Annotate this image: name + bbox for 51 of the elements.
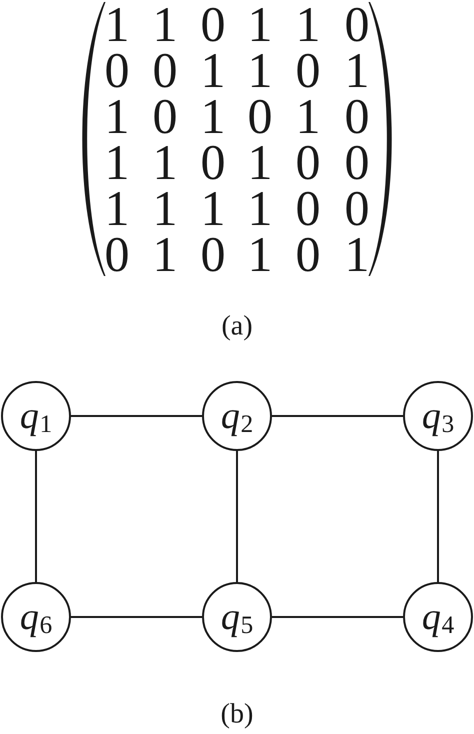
matrix-entry: 1 bbox=[104, 186, 130, 230]
matrix-entry: 0 bbox=[200, 2, 226, 46]
subfigure-caption: (a) bbox=[221, 312, 253, 342]
edge-line bbox=[71, 616, 202, 618]
matrix-entry: 0 bbox=[296, 48, 320, 92]
matrix-entry: 1 bbox=[200, 186, 226, 230]
matrix-entry: 1 bbox=[104, 94, 130, 138]
matrix-entry: 1 bbox=[344, 48, 370, 92]
matrix-entry: 1 bbox=[152, 232, 178, 276]
matrix-entry: 1 bbox=[152, 186, 178, 230]
matrix-entry: 0 bbox=[104, 232, 130, 276]
matrix-entry: 0 bbox=[104, 48, 130, 92]
matrix-entry: 0 bbox=[200, 232, 226, 276]
subfigure-caption: (b) bbox=[220, 700, 254, 730]
matrix-entry: 1 bbox=[344, 232, 370, 276]
matrix-entry: 1 bbox=[296, 2, 320, 46]
matrix-entry: 1 bbox=[104, 140, 130, 184]
matrix-entry: 0 bbox=[344, 2, 370, 46]
matrix-entry: 1 bbox=[200, 48, 226, 92]
vertex-label: q$_{1}$ bbox=[20, 397, 52, 435]
matrix-entry: 0 bbox=[344, 94, 370, 138]
matrix-entry: 1 bbox=[104, 2, 130, 46]
edge-line bbox=[71, 415, 202, 417]
matrix-entry: 1 bbox=[248, 186, 272, 230]
edge-line bbox=[437, 451, 439, 582]
matrix-entry: 0 bbox=[200, 140, 226, 184]
edge-line bbox=[236, 451, 238, 582]
vertex-label: q$_{3}$ bbox=[422, 397, 454, 435]
matrix-entry: 1 bbox=[152, 2, 178, 46]
matrix-entry: 1 bbox=[200, 94, 226, 138]
matrix-entry: 0 bbox=[344, 140, 370, 184]
matrix-entry: 1 bbox=[152, 140, 178, 184]
matrix-entry: 0 bbox=[248, 94, 272, 138]
matrix-entry: 1 bbox=[248, 48, 272, 92]
matrix-entry: 0 bbox=[344, 186, 370, 230]
matrix-entry: 0 bbox=[152, 94, 178, 138]
matrix-entry: 1 bbox=[248, 2, 272, 46]
matrix-entry: 0 bbox=[152, 48, 178, 92]
edge-line bbox=[272, 415, 403, 417]
vertex-label: q$_{2}$ bbox=[220, 397, 254, 435]
matrix-entry: 1 bbox=[248, 140, 272, 184]
edge-line bbox=[35, 451, 37, 582]
matrix-entry: 0 bbox=[296, 186, 320, 230]
edge-line bbox=[272, 616, 403, 618]
matrix-entry: 0 bbox=[296, 140, 320, 184]
matrix-entry: 1 bbox=[296, 94, 320, 138]
vertex-label: q$_{5}$ bbox=[220, 598, 254, 636]
matrix-entry: 0 bbox=[296, 232, 320, 276]
matrix-entry: 1 bbox=[248, 232, 272, 276]
vertex-label: q$_{6}$ bbox=[20, 598, 52, 636]
vertex-label: q$_{4}$ bbox=[422, 598, 454, 636]
